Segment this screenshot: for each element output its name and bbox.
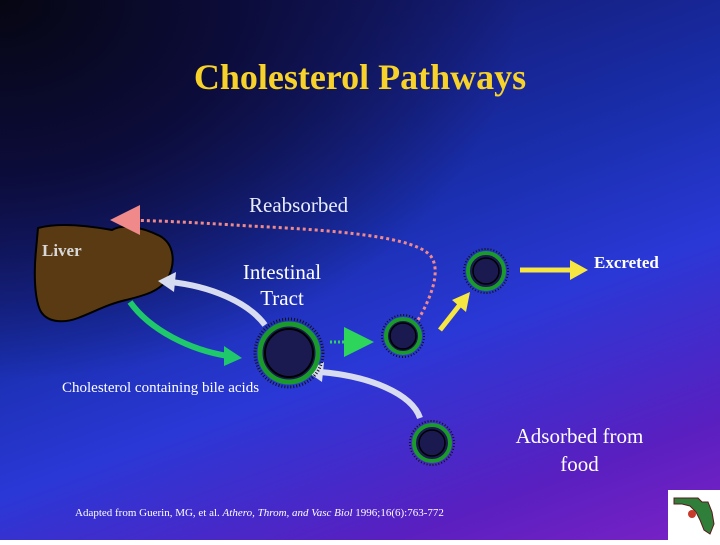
- bile-secretion-arrowhead: [224, 346, 242, 366]
- excretion-up-arrowhead: [452, 292, 470, 312]
- reabsorbed-arrow: [110, 205, 437, 321]
- excretion-up-arrow: [438, 300, 464, 332]
- liver-to-bile-arrow: [169, 279, 268, 327]
- liver-icon: [33, 223, 174, 323]
- micelle-transfer-icon: [381, 314, 425, 358]
- food-absorption-arrow: [319, 369, 423, 420]
- intestinal-tract-label: Intestinal Tract: [242, 260, 322, 310]
- florida-map-logo-icon: [668, 490, 720, 540]
- citation-suffix: 1996;16(6):763-772: [352, 507, 444, 519]
- slide-title: Cholesterol Pathways: [193, 57, 527, 97]
- citation-journal: Athero, Throm, and Vasc Biol: [222, 507, 353, 519]
- micelle-food-icon: [409, 420, 455, 466]
- absorbed-from-food-label: Adsorbed from food: [515, 424, 644, 476]
- bile-acids-label: Cholesterol containing bile acids: [62, 380, 260, 396]
- excreted-arrowhead: [570, 260, 588, 280]
- excreted-label: Excreted: [594, 253, 659, 272]
- citation-prefix: Adapted from Guerin, MG, et al.: [75, 507, 223, 519]
- liver-to-bile-arrowhead: [158, 272, 176, 292]
- micelle-excreted-icon: [463, 248, 509, 294]
- food-absorption-arrowhead: [306, 362, 324, 382]
- reabsorbed-label: Reabsorbed: [249, 193, 349, 217]
- liver-label: Liver: [42, 241, 82, 260]
- micelle-intestinal-icon: [253, 317, 325, 389]
- citation: Adapted from Guerin, MG, et al. Athero, …: [75, 507, 444, 519]
- bile-secretion-arrow: [127, 300, 229, 359]
